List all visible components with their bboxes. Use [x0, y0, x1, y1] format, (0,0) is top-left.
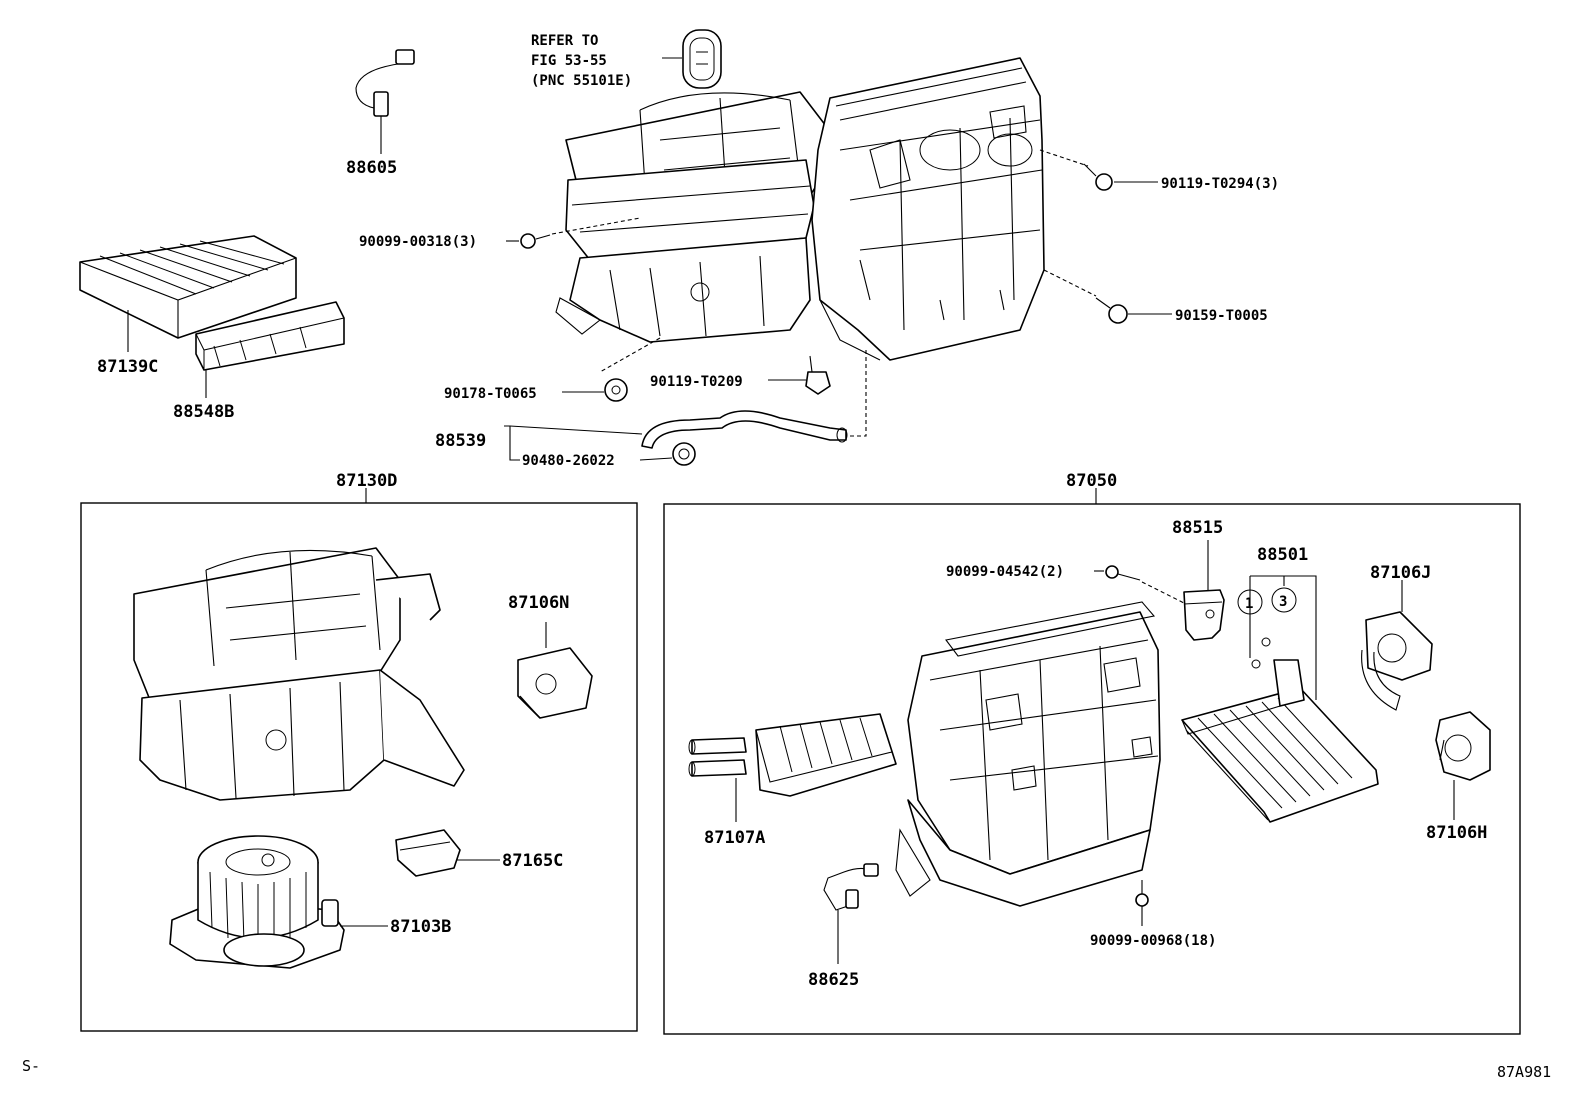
label-90119-t0294: 90119-T0294(3) — [1161, 176, 1279, 192]
frame-87130d — [80, 502, 638, 1032]
label-87139c: 87139C — [97, 357, 158, 377]
callout-3: 3 — [1279, 594, 1287, 610]
grommet-part — [682, 29, 722, 89]
evaporator-88501 — [1181, 637, 1379, 823]
valve-88515 — [1183, 540, 1225, 641]
filter-87139c — [79, 235, 297, 352]
figure-code: 87A981 — [1497, 1063, 1551, 1081]
nut-90178-t0065 — [599, 337, 661, 402]
callout-circle-3 — [1271, 587, 1297, 613]
callout-circle-1 — [1237, 589, 1263, 615]
label-87107a: 87107A — [704, 828, 765, 848]
sensor-88625 — [823, 863, 879, 964]
label-90159-t0005: 90159-T0005 — [1175, 308, 1268, 324]
screw-90099-04542 — [1105, 565, 1187, 605]
screw-90099-00318 — [520, 217, 641, 249]
label-87106h: 87106H — [1426, 823, 1487, 843]
label-90480-26022: 90480-26022 — [522, 453, 615, 469]
heater-unit-assembly — [555, 57, 1045, 361]
servo-87106n — [517, 622, 593, 719]
screw-90159-t0005 — [1043, 269, 1128, 324]
label-88548b: 88548B — [173, 402, 234, 422]
label-87050: 87050 — [1066, 471, 1117, 491]
label-88605: 88605 — [346, 158, 397, 178]
label-90099-00968: 90099-00968(18) — [1090, 933, 1216, 949]
label-90099-00318: 90099-00318(3) — [359, 234, 477, 250]
grommet-90480-26022 — [672, 442, 696, 466]
refer-note-line1: REFER TO — [531, 33, 598, 49]
label-88539: 88539 — [435, 431, 486, 451]
refer-note-line3: (PNC 55101E) — [531, 73, 632, 89]
servo-87106j — [1361, 580, 1433, 711]
resistor-87165c — [395, 829, 500, 877]
label-87130d: 87130D — [336, 471, 397, 491]
bolt-90119-t0209 — [805, 355, 831, 395]
heater-case-87050 — [895, 601, 1161, 907]
label-90119-t0209: 90119-T0209 — [650, 374, 743, 390]
footer-left-code: S- — [22, 1057, 40, 1075]
wire-88605 — [355, 49, 415, 154]
screw-90119-t0294 — [1039, 149, 1113, 191]
callout-1: 1 — [1245, 596, 1253, 612]
servo-87106h — [1435, 711, 1491, 820]
label-90178-t0065: 90178-T0065 — [444, 386, 537, 402]
label-88625: 88625 — [808, 970, 859, 990]
refer-note-line2: FIG 53-55 — [531, 53, 607, 69]
screw-90099-00968 — [1135, 880, 1149, 926]
heater-core-87107a — [688, 713, 897, 822]
label-88515: 88515 — [1172, 518, 1223, 538]
label-87106n: 87106N — [508, 593, 569, 613]
blower-motor-87103b — [169, 835, 388, 969]
label-87106j: 87106J — [1370, 563, 1431, 583]
drain-hose-88539 — [641, 350, 867, 449]
blower-case-87130d — [133, 547, 465, 801]
frame-87050 — [663, 503, 1521, 1035]
label-88501: 88501 — [1257, 545, 1308, 565]
label-87165c: 87165C — [502, 851, 563, 871]
label-90099-04542: 90099-04542(2) — [946, 564, 1064, 580]
filter-88548b — [195, 301, 345, 398]
label-87103b: 87103B — [390, 917, 451, 937]
